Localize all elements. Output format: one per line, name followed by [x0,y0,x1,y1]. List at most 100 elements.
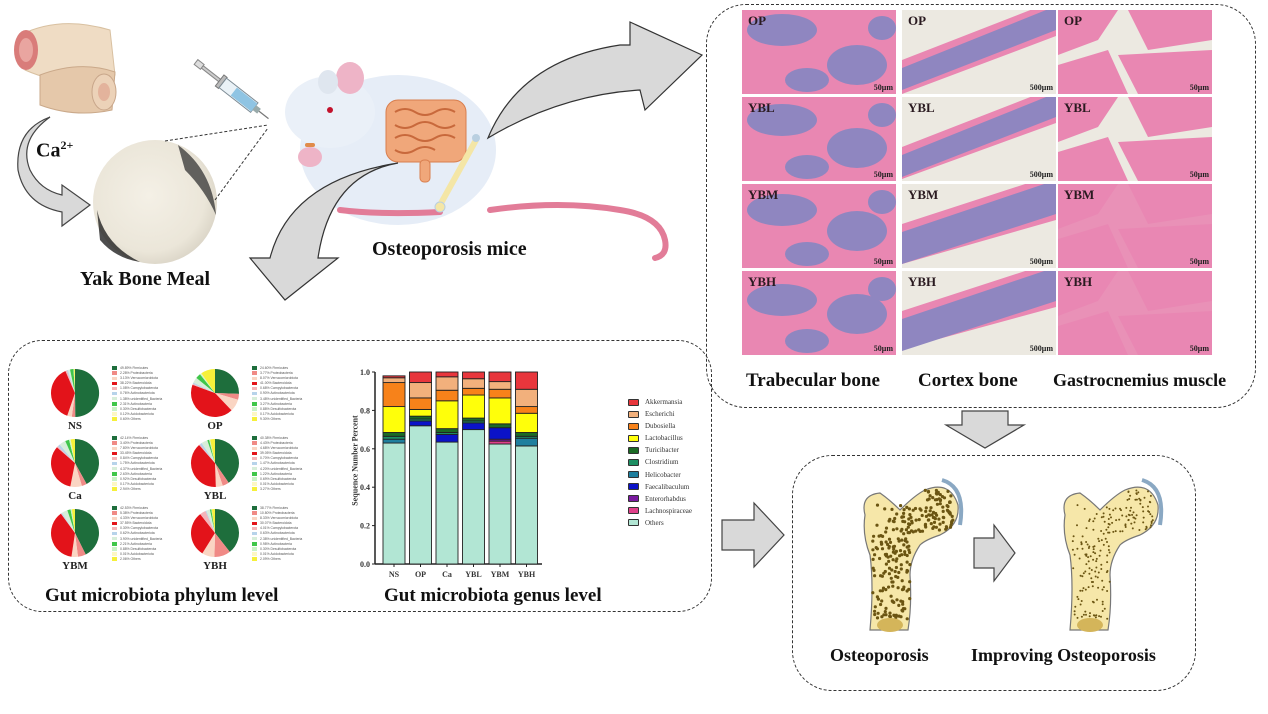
legend-swatch [628,507,639,515]
genus-legend-item: Lactobacillus [628,432,692,444]
legend-text: 0.92% Desulfobacterota [120,476,157,481]
legend-swatch [252,366,257,370]
legend-text: 0.30% Campylobacterota [120,526,159,531]
phylum-legend-item: 2.38% unidentified_Bacteria [252,537,302,542]
legend-text: 3.13% Verrucomicrobiota [120,376,158,381]
legend-swatch [112,381,117,386]
histology-group-tag: YBL [908,100,935,115]
legend-swatch [112,412,117,416]
legend-text: 40.38% Firmicutes [260,436,289,440]
legend-text: 0.98% Actinobacteria [260,541,292,546]
phylum-legend-item: 0.62% Actinobacteriota [112,531,162,536]
pie-slice-actinobacteriota [205,510,215,533]
legend-text: 38.22% Bacteroidota [120,381,152,386]
phylum-legend-item: 3.48% unidentified_Bacteria [252,397,302,402]
genus-panel-title: Gut microbiota genus level [384,585,602,606]
pie-group-label: YBL [203,490,227,502]
bar-segment-escherichi-ybh [515,388,538,408]
pie-slice-actinobacteria [65,439,75,463]
pie-slice-bacteroidota [190,514,215,554]
legend-swatch [112,531,117,536]
histology-group-tag: YBL [748,100,775,115]
pie-group-label: YBH [203,560,227,572]
histology-group-tag: YBH [908,274,937,289]
legend-swatch [252,407,257,411]
phylum-legend-item: 4.68% Verrucomicrobiota [252,446,302,451]
x-tick-label: YBM [491,570,510,579]
bar-segment-turicibacter-ns [382,432,406,437]
histology-group-tag: YBH [1064,274,1093,289]
legend-text: 0.84% Campylobacterota [120,456,159,461]
genus-legend-item: Helicobacter [628,469,692,481]
y-tick-label: 0.6 [360,445,370,454]
phylum-legend-item: 9.30% Others [252,417,302,422]
phylum-legend-item: 10.80% Proteobacteria [252,511,302,516]
pie-slice-actinobacteriota [57,444,75,463]
legend-text: 0.63% Actinobacteriota [260,531,295,536]
genus-legend-item: Lachnospiraceae [628,505,692,517]
pie-slice-firmicutes [75,509,99,555]
legend-text: Clostridium [645,458,679,467]
bar-segment-akkermansia-ca [435,371,459,378]
legend-text: 24.60% Firmicutes [260,366,289,370]
histology-group-tag: YBM [748,187,779,202]
bar-segment-faecalibaculum-ca [435,433,459,443]
legend-text: 0.60% Others [120,416,141,421]
legend-text: 2.63% Actinobacteria [120,471,152,476]
legend-swatch [252,451,257,456]
legend-swatch [252,552,257,556]
bar-segment-akkermansia-ns [382,375,406,379]
legend-swatch [112,521,117,526]
phylum-legend-item: 0.76% Actinobacteriota [112,391,162,396]
raw-bone-image [3,8,117,114]
legend-text: 33.45% Bacteroidota [120,451,152,456]
legend-swatch [112,402,117,406]
improving-osteoporosis-label: Improving Osteoporosis [971,645,1156,665]
phylum-legend-item: 1.08% Campylobacterota [112,386,162,391]
legend-text: 0.69% Desulfobacterota [260,476,297,481]
x-tick-label: YBL [465,570,481,579]
legend-swatch [112,472,117,476]
histology-column-label-gastrocnemius: Gastrocnemius muscle [1053,370,1227,390]
genus-legend-item: Clostridium [628,456,692,468]
legend-text: 8.07% Verrucomicrobiota [260,376,298,381]
pie-slice-acidobacteriota [201,373,215,393]
legend-text: 2.31% Actinobacteria [120,401,152,406]
pie-group-label: OP [207,420,223,432]
legend-text: 0.76% Actinobacteriota [120,391,155,396]
y-tick-label: 0.4 [360,483,370,492]
legend-swatch [112,511,117,515]
legend-swatch [252,381,257,386]
scale-bar-label: 500μm [1029,257,1053,266]
legend-text: 3.77% Proteobacteria [260,371,293,376]
phylum-legend-item: 33.45% Bacteroidota [112,451,162,456]
legend-swatch [112,417,117,421]
phylum-legend-item: 0.63% Actinobacteriota [252,531,302,536]
pie-slice-desulfobacterota [209,439,215,463]
pie-slice-others [210,439,215,463]
legend-swatch [628,495,639,503]
legend-swatch [112,516,117,521]
histology-group-tag: OP [748,13,767,28]
phylum-legend-item: 0.17% Acidobacteriota [112,482,162,487]
legend-swatch [112,552,117,556]
pie-slice-firmicutes [75,439,99,485]
calcium-ion-label: Ca2+ [36,138,73,163]
phylum-legend-item: 2.28% Proteobacteria [112,371,162,376]
legend-text: 0.62% Actinobacteriota [120,531,155,536]
legend-swatch [628,446,639,454]
legend-swatch [252,412,257,416]
pie-slice-others [201,369,215,393]
scale-bar-label: 50μm [873,344,893,353]
bar-segment-akkermansia-op [409,371,432,384]
genus-legend-item: Turicibacter [628,444,692,456]
legend-text: 30.07% Bacteroidota [260,521,292,526]
histology-column-label-cortex: Cortex bone [918,370,1018,391]
